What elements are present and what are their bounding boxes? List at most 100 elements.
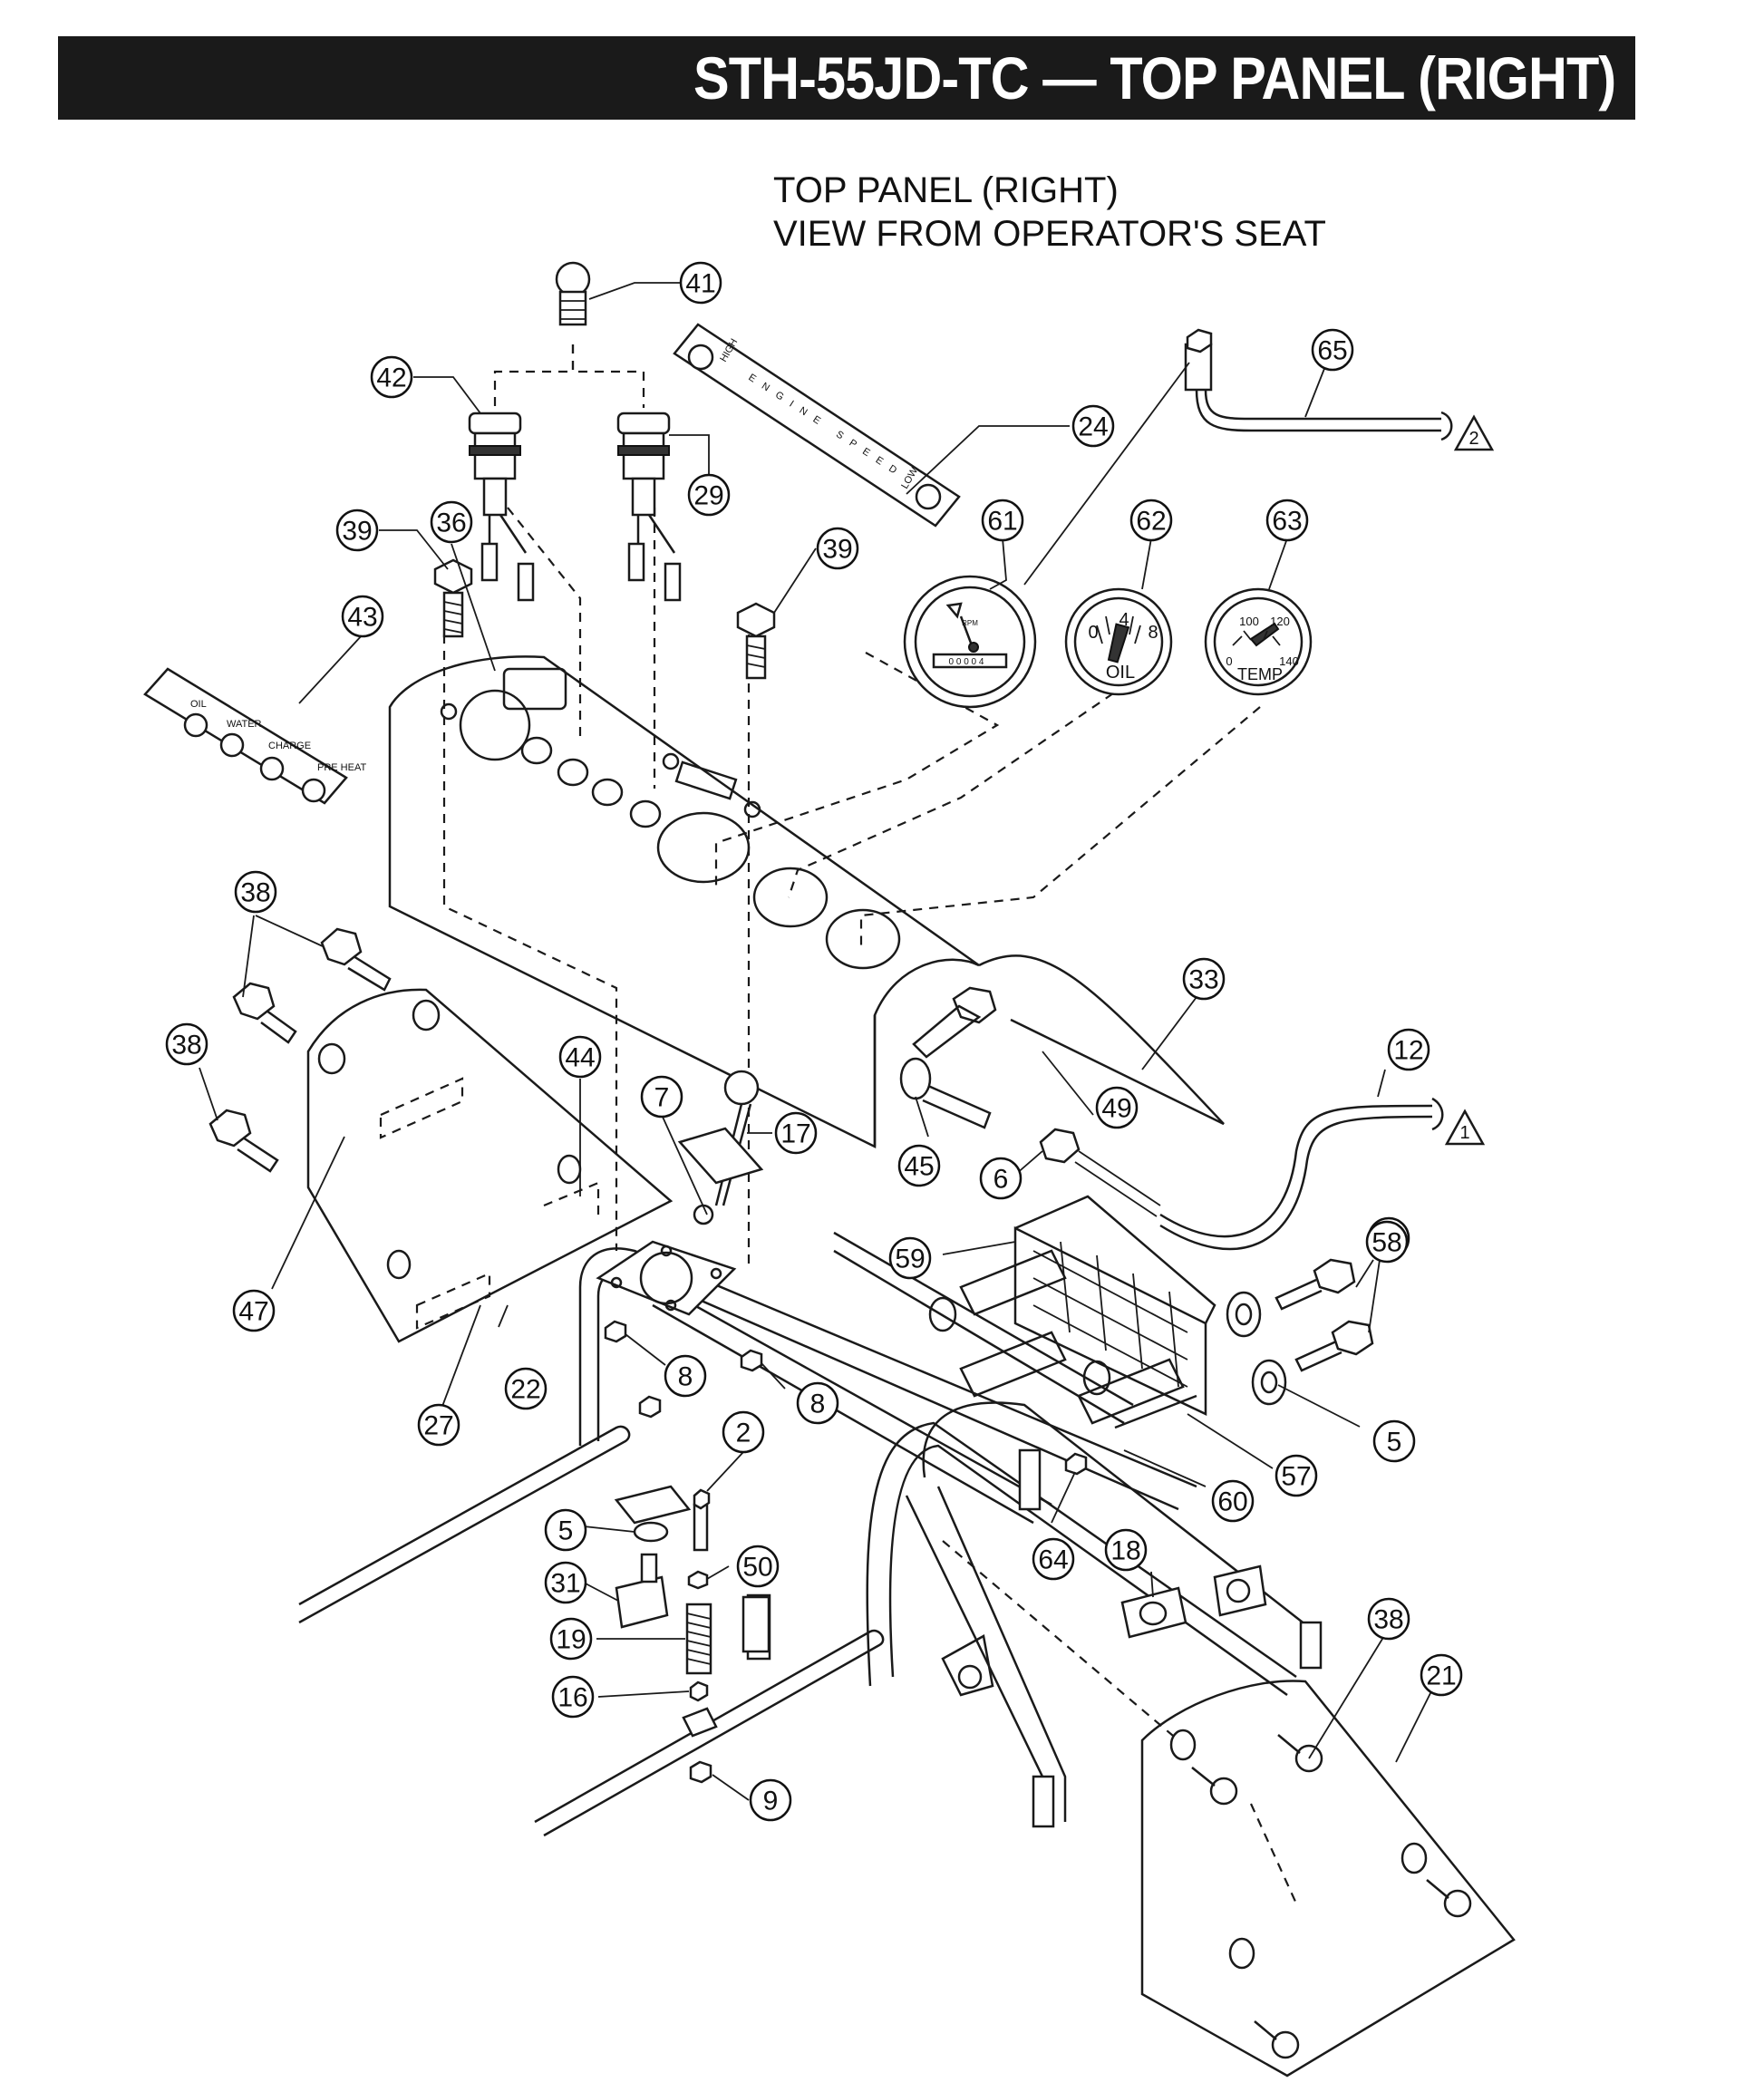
callout-16: 16	[551, 1675, 595, 1719]
svg-text:4: 4	[1119, 610, 1129, 630]
callout-label: 38	[240, 878, 270, 908]
callout-label: 2	[736, 1419, 751, 1448]
bolt-38-c	[208, 1109, 279, 1173]
page-title: STH-55JD-TC — TOP PANEL (RIGHT)	[693, 44, 1616, 111]
callout-12: 12	[1387, 1028, 1430, 1071]
indicator-label-preheat: PRE HEAT	[317, 762, 366, 773]
callout-label: 45	[904, 1152, 934, 1182]
callout-44: 44	[558, 1035, 602, 1079]
callout-58: 58	[1365, 1220, 1409, 1264]
callout-5: 5	[1372, 1419, 1416, 1463]
callout-36: 36	[430, 500, 473, 544]
callout-label: 41	[685, 269, 715, 299]
callout-50: 50	[736, 1545, 780, 1588]
clips-18	[1120, 1564, 1267, 1639]
callout-9: 9	[749, 1778, 792, 1822]
callout-label: 47	[238, 1297, 268, 1327]
callout-47: 47	[232, 1289, 276, 1332]
tachometer-gauge: RPM 0 0 0 0 4	[903, 575, 1037, 709]
callout-label: 7	[654, 1083, 670, 1113]
mounting-plate	[596, 1240, 737, 1316]
svg-text:140: 140	[1279, 654, 1299, 668]
callout-label: 50	[742, 1553, 772, 1583]
callout-38: 38	[234, 870, 277, 914]
svg-text:RPM: RPM	[962, 619, 978, 627]
svg-text:8: 8	[1148, 623, 1158, 643]
temp-gauge-label: TEMP	[1237, 665, 1283, 683]
lever-17	[677, 1070, 764, 1225]
svg-text:0: 0	[1226, 654, 1232, 668]
callout-label: 63	[1272, 507, 1302, 537]
nut-8-left	[604, 1320, 627, 1343]
callout-label: 8	[678, 1362, 693, 1392]
callout-8: 8	[796, 1381, 839, 1425]
callout-label: 42	[376, 363, 406, 393]
indicator-label-water: WATER	[227, 719, 262, 730]
view-caption-line-1: TOP PANEL (RIGHT)	[773, 170, 1119, 210]
callout-31: 31	[544, 1561, 587, 1604]
screws-right-panel	[1191, 1734, 1472, 2059]
callout-7: 7	[640, 1075, 683, 1119]
callout-label: 5	[558, 1516, 574, 1546]
frame-tubes	[298, 1231, 1315, 1837]
tach-odometer: 0 0 0 0 4	[949, 657, 984, 667]
svg-text:100: 100	[1239, 615, 1259, 628]
callout-label: 36	[436, 508, 466, 538]
callout-label: 61	[987, 507, 1017, 537]
callout-5: 5	[544, 1508, 587, 1552]
callout-label: 19	[556, 1625, 586, 1655]
nut-16	[689, 1680, 709, 1702]
oil-pressure-gauge: 0 4 8 OIL	[1064, 587, 1173, 696]
callout-17: 17	[774, 1111, 818, 1155]
callout-label: 38	[171, 1031, 201, 1061]
reference-marker-1: 1	[1444, 1109, 1486, 1146]
callout-label: 31	[550, 1569, 580, 1599]
left-side-panel	[306, 988, 674, 1343]
bolt-38-a	[320, 927, 392, 992]
nut-9	[689, 1760, 712, 1784]
callout-label: 8	[810, 1390, 826, 1419]
callout-61: 61	[981, 499, 1024, 542]
callout-42: 42	[370, 355, 413, 399]
top-panel-housing	[388, 655, 1225, 1149]
callout-label: 58	[1371, 1228, 1401, 1258]
callout-2: 2	[722, 1410, 765, 1454]
throttle-cables	[1159, 328, 1453, 1251]
leader-lines	[199, 282, 1437, 1801]
svg-text:120: 120	[1270, 615, 1290, 628]
callout-33: 33	[1182, 957, 1226, 1001]
callout-43: 43	[341, 595, 384, 638]
callout-label: 60	[1217, 1487, 1247, 1517]
callout-label: 44	[565, 1043, 595, 1073]
svg-text:2: 2	[1468, 429, 1478, 449]
title-bar: STH-55JD-TC — TOP PANEL (RIGHT)	[58, 36, 1635, 120]
callout-label: 12	[1393, 1036, 1423, 1066]
indicator-plate: OIL WATER CHARGE PRE HEAT	[143, 667, 366, 805]
switch-29	[616, 412, 682, 602]
switch-42	[468, 412, 535, 602]
callout-49: 49	[1095, 1086, 1139, 1129]
callout-label: 9	[763, 1787, 779, 1816]
callout-label: 6	[993, 1165, 1009, 1195]
indicator-label-charge: CHARGE	[268, 741, 311, 751]
callout-45: 45	[897, 1144, 941, 1187]
callout-24: 24	[1071, 404, 1115, 448]
bolts	[208, 558, 1472, 2059]
callout-39: 39	[816, 527, 859, 570]
svg-text:0: 0	[1088, 623, 1098, 643]
callout-label: 29	[693, 481, 723, 511]
reference-marker-2: 2	[1453, 414, 1495, 451]
callout-label: 27	[423, 1411, 453, 1441]
nut-8-right	[740, 1349, 763, 1372]
callout-label: 49	[1101, 1094, 1131, 1124]
callout-label: 65	[1317, 336, 1347, 366]
toolbox-assembly	[746, 1195, 1323, 1828]
svg-text:1: 1	[1459, 1123, 1469, 1143]
callout-63: 63	[1265, 499, 1309, 542]
callout-label: 59	[895, 1245, 925, 1274]
callout-label: 64	[1038, 1545, 1068, 1575]
small-hardware	[604, 1057, 1267, 1784]
nut-64	[1064, 1452, 1088, 1476]
